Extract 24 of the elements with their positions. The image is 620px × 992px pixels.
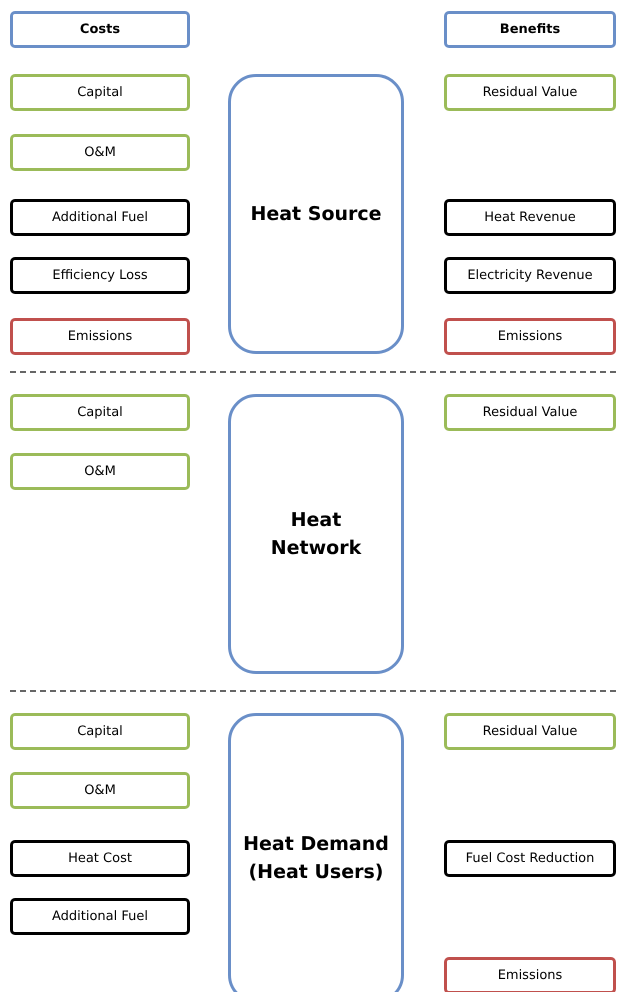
item-box: Residual Value (444, 394, 616, 431)
item-box: O&M (10, 453, 190, 490)
item-box: Residual Value (444, 713, 616, 750)
column-header: Costs (10, 11, 190, 48)
item-box: Additional Fuel (10, 898, 190, 935)
item-box: Heat Cost (10, 840, 190, 877)
item-box: Additional Fuel (10, 199, 190, 236)
item-box: Capital (10, 713, 190, 750)
item-box: Efficiency Loss (10, 257, 190, 294)
stage-box: Heat Network (228, 394, 404, 674)
item-box: Fuel Cost Reduction (444, 840, 616, 877)
item-box: Electricity Revenue (444, 257, 616, 294)
item-box: Heat Revenue (444, 199, 616, 236)
item-box: Capital (10, 74, 190, 111)
item-box: Emissions (444, 318, 616, 355)
stage-box: Heat Demand (Heat Users) (228, 713, 404, 992)
item-box: Residual Value (444, 74, 616, 111)
stage-box: Heat Source (228, 74, 404, 354)
item-box: Emissions (10, 318, 190, 355)
item-box: Emissions (444, 957, 616, 992)
item-box: O&M (10, 134, 190, 171)
column-header: Benefits (444, 11, 616, 48)
item-box: Capital (10, 394, 190, 431)
item-box: O&M (10, 772, 190, 809)
